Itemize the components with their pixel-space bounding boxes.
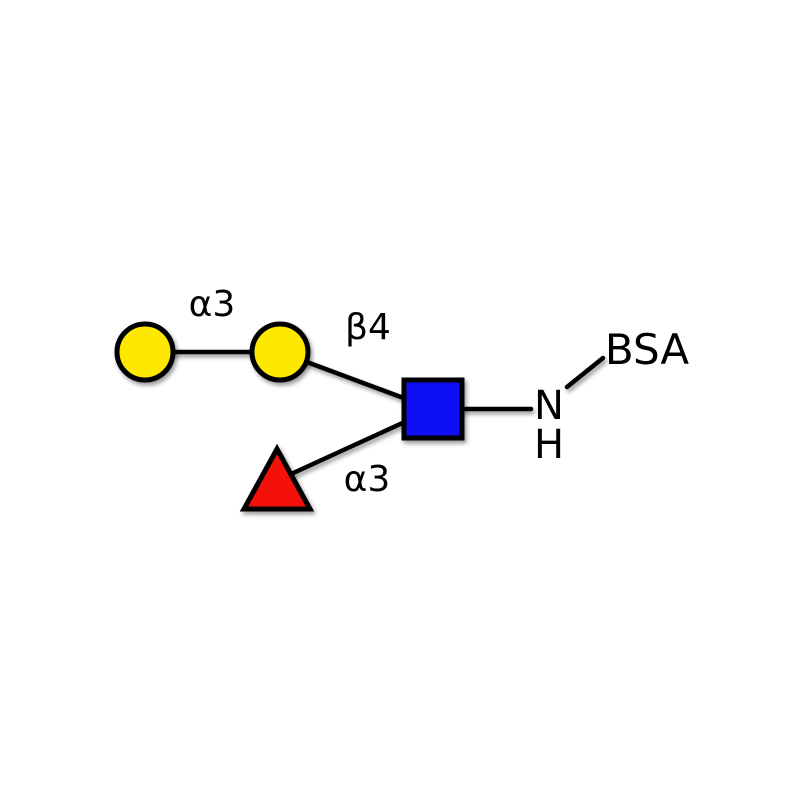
linkage-label-alpha3-bottom: α3 bbox=[344, 459, 391, 500]
linkage-label-beta4: β4 bbox=[345, 307, 391, 348]
glcnac-square bbox=[401, 377, 465, 441]
galactose-circle-inner bbox=[249, 321, 311, 383]
fucose-triangle bbox=[239, 443, 315, 512]
galactose-circle-terminal bbox=[114, 321, 176, 383]
linkage-label-alpha3-top: α3 bbox=[189, 284, 236, 325]
label-layer: α3 β4 α3 N H BSA bbox=[189, 284, 690, 500]
protein-carrier-label: BSA bbox=[605, 325, 690, 374]
nitrogen-atom-label: N bbox=[534, 383, 564, 429]
residue-layer bbox=[114, 321, 465, 512]
bond-n-bsa bbox=[564, 355, 606, 390]
hydrogen-atom-label: H bbox=[534, 422, 564, 468]
